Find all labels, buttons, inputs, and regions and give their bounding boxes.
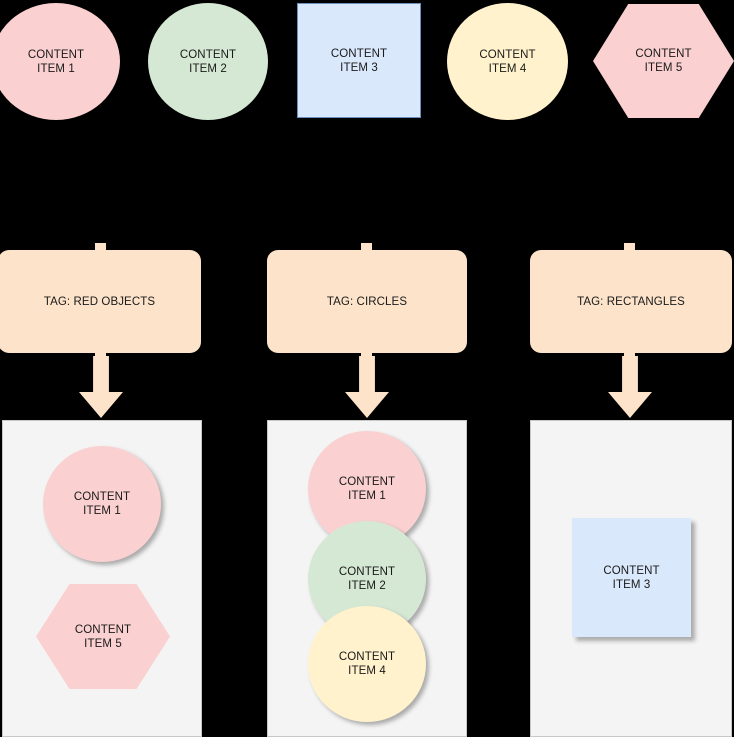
tag-connector-stub-top-2: [361, 243, 372, 253]
source-shape-label: CONTENT ITEM 1: [27, 48, 85, 75]
flow-arrow-down-icon-3: [608, 356, 652, 418]
result-shape-label: CONTENT ITEM 5: [74, 623, 132, 650]
result-panel-circles: CONTENT ITEM 1 CONTENT ITEM 2 CONTENT IT…: [267, 420, 467, 737]
source-shape-content-item-5[interactable]: CONTENT ITEM 5: [593, 4, 734, 118]
flow-arrow-down-icon-1: [79, 356, 123, 418]
result-shape-label: CONTENT ITEM 1: [338, 476, 396, 502]
tag-box-label: TAG: CIRCLES: [326, 295, 408, 308]
source-shape-content-item-1[interactable]: CONTENT ITEM 1: [0, 3, 120, 120]
tag-box-label: TAG: RED OBJECTS: [43, 295, 156, 308]
source-shape-label: CONTENT ITEM 4: [479, 48, 536, 75]
tag-box-circles[interactable]: TAG: CIRCLES: [267, 250, 467, 353]
source-shape-label: CONTENT ITEM 2: [179, 48, 237, 75]
source-shape-content-item-4[interactable]: CONTENT ITEM 4: [447, 3, 568, 120]
tag-connector-stub-top-3: [624, 243, 635, 253]
source-shape-label: CONTENT ITEM 5: [635, 48, 692, 74]
tag-connector-stub-top-1: [95, 243, 106, 253]
tag-box-red-objects[interactable]: TAG: RED OBJECTS: [0, 250, 201, 353]
result-panel-red-objects: CONTENT ITEM 1 CONTENT ITEM 5: [2, 420, 202, 737]
tag-box-rectangles[interactable]: TAG: RECTANGLES: [530, 250, 732, 353]
tag-box-label: TAG: RECTANGLES: [577, 295, 685, 308]
result-shape-content-item-1[interactable]: CONTENT ITEM 1: [43, 446, 161, 562]
result-panel-rectangles: CONTENT ITEM 3: [530, 420, 732, 737]
source-shape-label: CONTENT ITEM 3: [330, 47, 388, 74]
result-shape-label: CONTENT ITEM 3: [603, 564, 660, 591]
result-shape-label: CONTENT ITEM 4: [338, 651, 396, 677]
source-shape-content-item-3[interactable]: CONTENT ITEM 3: [297, 3, 421, 118]
flow-arrow-down-icon-2: [345, 356, 389, 418]
source-shape-content-item-2[interactable]: CONTENT ITEM 2: [148, 3, 268, 120]
result-shape-label: CONTENT ITEM 1: [73, 491, 131, 517]
result-shape-content-item-3[interactable]: CONTENT ITEM 3: [572, 518, 691, 637]
result-shape-content-item-4[interactable]: CONTENT ITEM 4: [308, 606, 426, 722]
result-shape-label: CONTENT ITEM 2: [338, 566, 396, 592]
result-shape-content-item-5[interactable]: CONTENT ITEM 5: [36, 584, 170, 689]
